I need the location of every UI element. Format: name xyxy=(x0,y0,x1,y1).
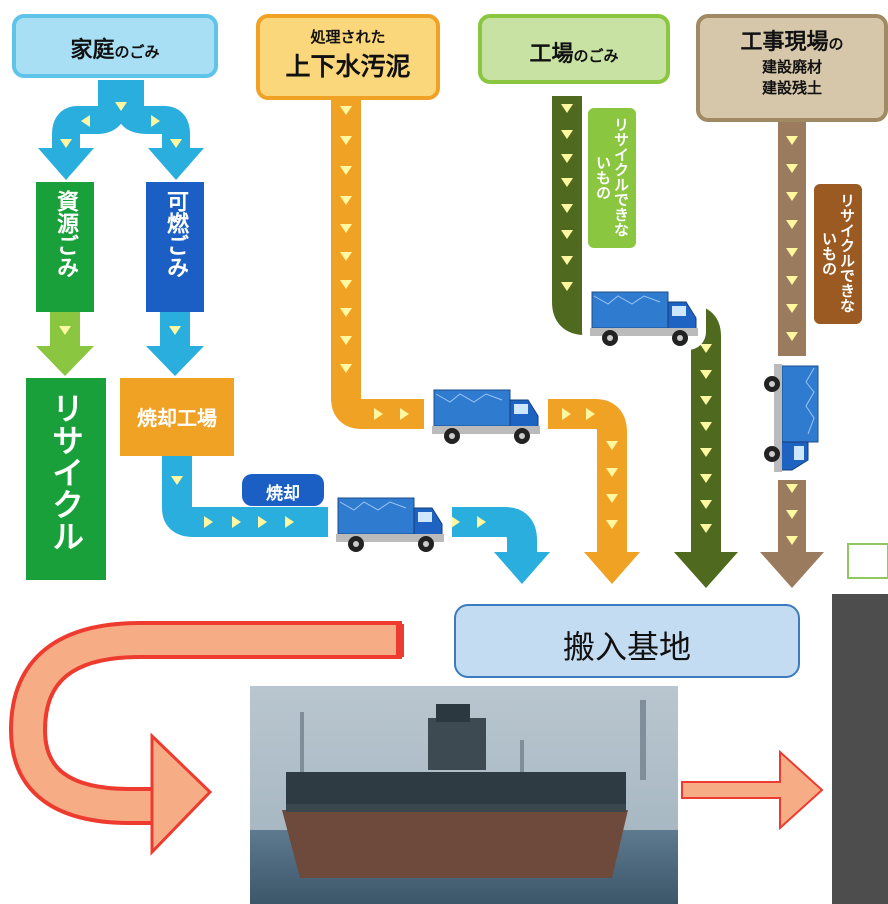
household-flow-arrows xyxy=(36,80,550,584)
source-factory: 工場のごみ xyxy=(478,14,670,84)
truck-icon xyxy=(582,284,706,350)
truck-icon xyxy=(424,382,548,448)
base-box: 搬入基地 xyxy=(454,604,800,678)
label-construction-non-recyclable: リサイクルできないもの xyxy=(814,184,862,324)
label-recycle: リサイクル xyxy=(26,378,106,580)
label-incineration: 焼却 xyxy=(242,474,324,506)
photo-right xyxy=(832,594,888,904)
frame-fragment xyxy=(847,543,888,579)
barge-photo xyxy=(250,686,678,904)
label-incineration-plant: 焼却工場 xyxy=(120,378,234,456)
truck-icon xyxy=(328,490,452,556)
u-turn-arrow xyxy=(8,621,404,856)
label-factory-non-recyclable: リサイクルできないもの xyxy=(588,108,636,248)
construction-flow-arrows xyxy=(760,116,824,588)
source-household: 家庭のごみ xyxy=(12,14,218,78)
right-arrow xyxy=(681,749,824,831)
source-sludge: 処理された 上下水汚泥 xyxy=(256,14,440,100)
truck-icon xyxy=(760,356,826,480)
source-construction: 工事現場の 建設廃材 建設残土 xyxy=(696,14,888,122)
label-combustible: 可燃ごみ xyxy=(146,182,204,312)
label-recyclable: 資源ごみ xyxy=(36,182,94,312)
